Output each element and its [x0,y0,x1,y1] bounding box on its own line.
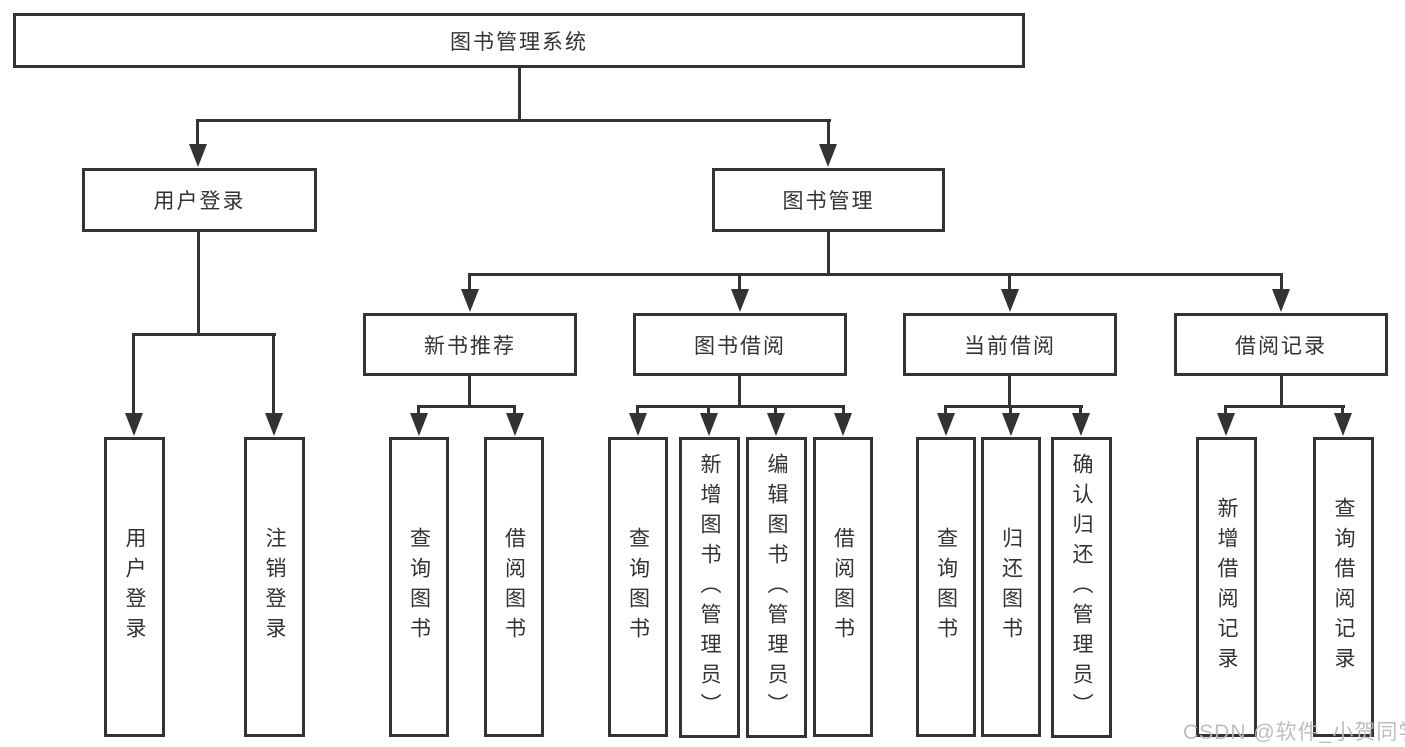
node-book-management: 图书管理 [712,168,945,232]
leaf-label: 借阅图书 [831,527,855,647]
connector-borrow-records-stem [1280,376,1283,408]
connector-drop-new-book [468,273,471,293]
leaf-label: 注销登录 [263,527,286,647]
leaf-return-books: 归还图书 [981,437,1041,737]
leaf-label: 查询借阅记录 [1332,497,1355,677]
connector-drop-leaf-logout [272,333,275,417]
arrowhead-leaf-user-login [125,413,143,436]
connector-user-login-split [132,333,276,336]
arrowhead [1002,413,1020,436]
leaf-label: 编辑图书（管理员） [765,452,788,723]
arrowhead [410,413,428,436]
connector-drop [1224,405,1227,417]
node-user-login: 用户登录 [82,168,317,232]
node-borrow-records: 借阅记录 [1174,313,1388,376]
node-label: 图书管理系统 [450,30,588,54]
arrowhead [629,413,647,436]
node-label: 新书推荐 [424,334,516,358]
node-label: 图书管理 [782,190,875,213]
connector-root-stem [518,68,521,122]
arrowhead-new-book [461,289,479,312]
arrowhead-book-management [819,144,837,167]
connector-book-management-stem [827,232,830,276]
connector-drop [417,405,420,417]
arrowhead [937,413,955,436]
leaf-label: 确认归还（管理员） [1070,452,1093,723]
connector-drop [513,405,516,417]
connector-book-borrow-stem [738,376,741,408]
leaf-label: 借阅图书 [502,527,526,647]
leaf-recommend-borrow-books: 借阅图书 [484,437,544,737]
arrowhead-borrow-records [1272,289,1290,312]
connector-book-borrow-split [636,405,845,408]
leaf-recommend-query-books: 查询图书 [389,437,449,737]
connector-borrow-records-split [1224,405,1345,408]
leaf-label: 查询图书 [934,527,958,647]
arrowhead [1217,413,1235,436]
connector-drop [944,405,947,417]
leaf-confirm-return-admin: 确认归还（管理员） [1051,437,1112,738]
node-new-book-recommend: 新书推荐 [363,313,577,376]
leaf-label: 查询图书 [626,527,650,647]
node-book-borrow: 图书借阅 [633,313,847,376]
connector-drop [1079,405,1082,417]
connector-new-book-split [417,405,516,408]
node-current-borrow: 当前借阅 [903,313,1117,376]
arrowhead [700,413,718,436]
node-label: 借阅记录 [1235,334,1327,358]
leaf-current-query-books: 查询图书 [916,437,976,737]
connector-drop [842,405,845,417]
connector-drop [707,405,710,417]
leaf-add-books-admin: 新增图书（管理员） [679,437,740,738]
connector-book-management-split [468,273,1283,276]
connector-drop-leaf-user-login [132,333,135,417]
csdn-watermark: CSDN @软件_小贺同学 [1183,721,1405,744]
connector-drop-current-borrow [1008,273,1011,293]
connector-drop [636,405,639,417]
leaf-label: 归还图书 [999,527,1023,647]
connector-current-borrow-split [944,405,1083,408]
leaf-borrow-query-books: 查询图书 [608,437,668,737]
arrowhead [506,413,524,436]
connector-root-split [196,119,831,122]
arrowhead [834,413,852,436]
leaf-add-borrow-record: 新增借阅记录 [1196,437,1257,737]
leaf-label: 查询图书 [407,527,431,647]
connector-drop [1341,405,1344,417]
connector-drop [774,405,777,417]
connector-current-borrow-stem [1008,376,1011,408]
connector-user-login-stem [197,232,200,336]
node-root-library-system: 图书管理系统 [13,13,1025,68]
leaf-query-borrow-record: 查询借阅记录 [1313,437,1374,737]
connector-drop-borrow-records [1280,273,1283,293]
leaf-label: 新增借阅记录 [1215,497,1238,677]
arrowhead-current-borrow [1001,289,1019,312]
arrowhead-user-login [189,144,207,167]
node-label: 图书借阅 [694,334,786,358]
leaf-label: 新增图书（管理员） [698,452,721,723]
connector-new-book-stem [468,376,471,408]
leaf-user-login: 用户登录 [104,437,165,737]
arrowhead [767,413,785,436]
leaf-label: 用户登录 [123,527,146,647]
connector-drop-book-borrow [738,273,741,293]
leaf-logout: 注销登录 [244,437,305,737]
arrowhead [1072,413,1090,436]
leaf-edit-books-admin: 编辑图书（管理员） [746,437,807,738]
arrowhead-book-borrow [731,289,749,312]
connector-drop-book-management [827,119,830,149]
leaf-borrow-borrow-books: 借阅图书 [813,437,873,737]
arrowhead-leaf-logout [265,413,283,436]
arrowhead [1334,413,1352,436]
node-label: 当前借阅 [964,334,1056,358]
connector-drop [1009,405,1012,417]
node-label: 用户登录 [153,190,246,213]
connector-drop-user-login [196,119,199,149]
